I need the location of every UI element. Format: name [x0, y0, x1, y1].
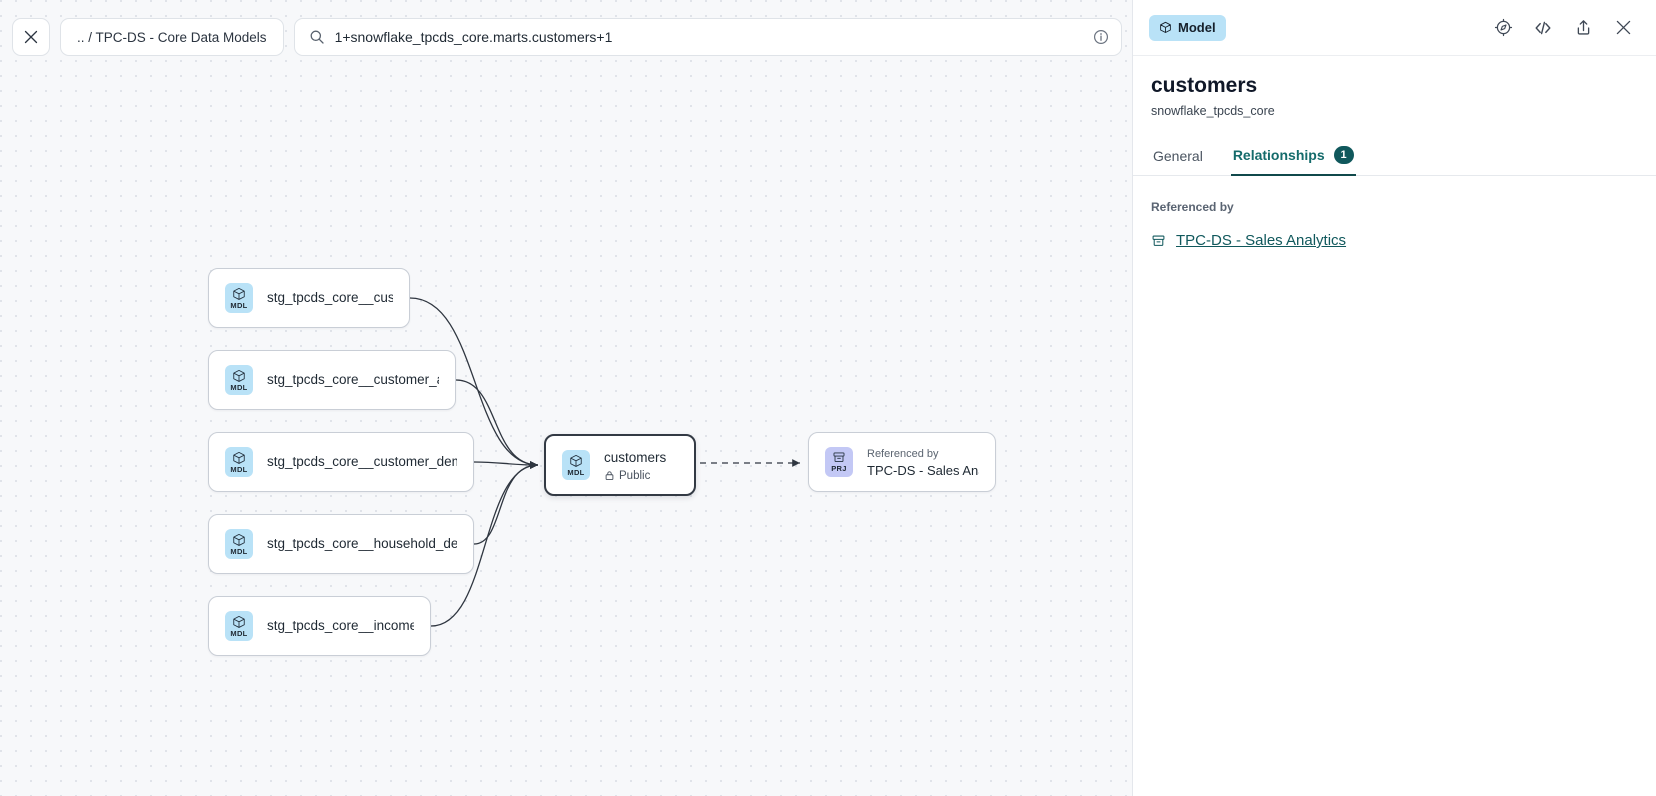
- search-input[interactable]: 1+snowflake_tpcds_core.marts.customers+1: [293, 18, 1122, 56]
- entity-type-badge: Model: [1149, 14, 1226, 41]
- model-badge-label: MDL: [567, 467, 585, 477]
- entity-type-label: Model: [1178, 20, 1216, 35]
- breadcrumb[interactable]: .. / TPC-DS - Core Data Models: [60, 18, 284, 56]
- project-badge-label: PRJ: [831, 464, 847, 473]
- tab-relationships-label: Relationships: [1232, 147, 1325, 163]
- cube-icon: [233, 533, 245, 546]
- panel-body: Referenced by TPC-DS - Sales Analytics: [1133, 176, 1656, 249]
- tab-general[interactable]: General: [1151, 140, 1205, 176]
- graph-node[interactable]: MDL stg_tpcds_core__customer_demogra…: [208, 432, 474, 492]
- project-box-icon: [1152, 235, 1165, 246]
- model-badge-label: MDL: [230, 382, 248, 392]
- share-icon[interactable]: [1568, 13, 1598, 43]
- model-badge: MDL: [562, 450, 590, 480]
- model-badge: MDL: [225, 611, 253, 641]
- close-lineage-button[interactable]: [12, 18, 50, 56]
- panel-tabs: General Relationships 1: [1133, 138, 1656, 176]
- graph-node[interactable]: MDL stg_tpcds_core__income_band: [208, 596, 431, 656]
- cube-icon: [233, 615, 245, 628]
- node-label: TPC-DS - Sales Analytics: [867, 463, 979, 478]
- graph-node[interactable]: MDL stg_tpcds_core__customer: [208, 268, 410, 328]
- lineage-compass-icon[interactable]: [1488, 13, 1518, 43]
- section-label-referenced-by: Referenced by: [1151, 200, 1234, 214]
- model-badge: MDL: [225, 447, 253, 477]
- project-badge: PRJ: [825, 447, 853, 477]
- close-panel-icon[interactable]: [1608, 13, 1638, 43]
- node-label: stg_tpcds_core__customer: [267, 290, 393, 305]
- cube-icon: [1160, 21, 1171, 33]
- code-icon[interactable]: [1528, 13, 1558, 43]
- tab-general-label: General: [1153, 148, 1203, 164]
- node-label: stg_tpcds_core__customer_address: [267, 372, 439, 387]
- details-panel: Model: [1132, 0, 1656, 796]
- cube-icon: [233, 287, 245, 300]
- edge-layer: [409, 297, 800, 627]
- model-badge: MDL: [225, 283, 253, 313]
- graph-node-project[interactable]: PRJ Referenced by TPC-DS - Sales Analyti…: [808, 432, 996, 492]
- node-label: stg_tpcds_core__customer_demogra…: [267, 454, 457, 469]
- node-label: stg_tpcds_core__income_band: [267, 618, 414, 633]
- project-box-icon: [833, 452, 845, 463]
- model-badge-label: MDL: [230, 628, 248, 638]
- panel-header: Model: [1133, 0, 1656, 56]
- close-icon: [24, 30, 38, 44]
- page-subtitle: snowflake_tpcds_core: [1151, 104, 1275, 118]
- model-badge: MDL: [225, 529, 253, 559]
- graph-node-selected[interactable]: MDL customers Public: [544, 434, 696, 496]
- node-overline: Referenced by: [867, 448, 939, 460]
- node-access-label: Public: [619, 469, 651, 482]
- panel-title-block: customers snowflake_tpcds_core: [1133, 56, 1656, 118]
- lock-icon: [605, 471, 614, 480]
- tab-relationships-count: 1: [1333, 146, 1354, 164]
- search-icon: [310, 30, 324, 44]
- cube-icon: [233, 369, 245, 382]
- model-badge-label: MDL: [230, 300, 248, 310]
- node-label: customers: [604, 449, 667, 465]
- model-badge-label: MDL: [230, 546, 248, 556]
- graph-node[interactable]: MDL stg_tpcds_core__household_demogr…: [208, 514, 474, 574]
- lineage-canvas[interactable]: .. / TPC-DS - Core Data Models 1+snowfla…: [0, 0, 1132, 796]
- cube-icon: [233, 451, 245, 464]
- page-title: customers: [1151, 74, 1258, 97]
- graph-node[interactable]: MDL stg_tpcds_core__customer_address: [208, 350, 456, 410]
- tab-relationships[interactable]: Relationships 1: [1230, 138, 1356, 176]
- info-icon[interactable]: [1093, 29, 1109, 45]
- referenced-by-link[interactable]: TPC-DS - Sales Analytics: [1151, 232, 1638, 249]
- search-value: 1+snowflake_tpcds_core.marts.customers+1: [334, 29, 613, 45]
- model-badge: MDL: [225, 365, 253, 395]
- cube-icon: [570, 454, 582, 467]
- model-badge-label: MDL: [230, 464, 248, 474]
- node-label: stg_tpcds_core__household_demogr…: [267, 536, 457, 551]
- canvas-toolbar: .. / TPC-DS - Core Data Models 1+snowfla…: [12, 18, 1132, 56]
- breadcrumb-label: .. / TPC-DS - Core Data Models: [77, 29, 267, 45]
- referenced-by-link-label: TPC-DS - Sales Analytics: [1176, 232, 1347, 249]
